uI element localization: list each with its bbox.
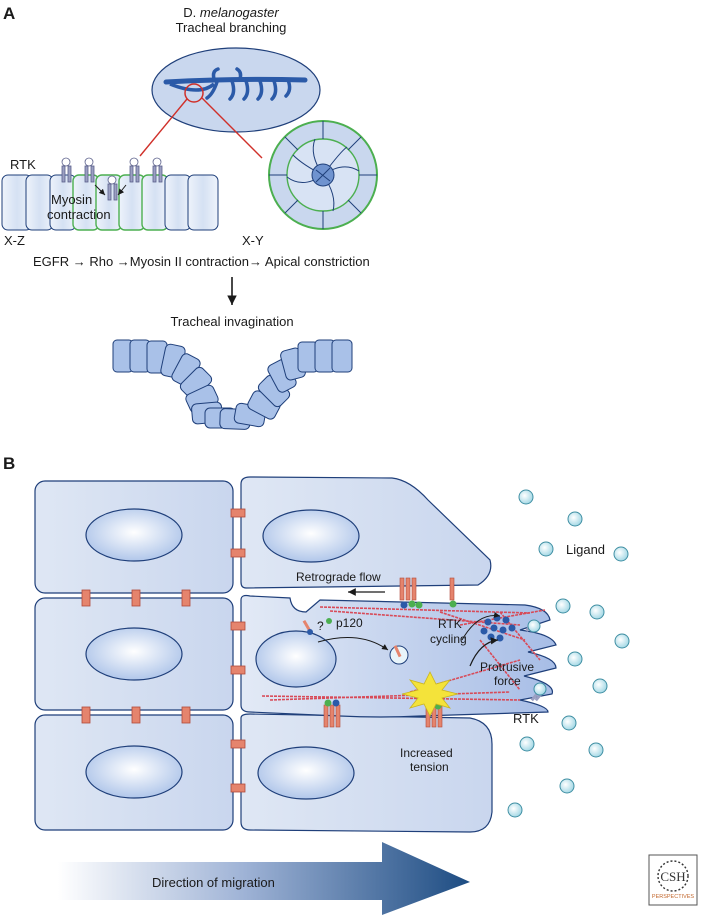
increased-tension-line2: tension	[410, 760, 449, 774]
endosome	[302, 618, 409, 665]
ligand-label: Ligand	[566, 542, 605, 557]
cell-junctions	[81, 508, 246, 793]
egfr-pathway: EGFR → Rho →Myosin II contraction→ Apica…	[33, 254, 370, 269]
increased-tension-line1: Increased	[400, 746, 453, 760]
embryo-illustration	[139, 47, 321, 159]
leader-cells	[240, 476, 557, 833]
protrusive-label-line2: force	[494, 674, 521, 688]
tracheal-invagination-label: Tracheal invagination	[170, 314, 293, 329]
csh-perspectives-logo: CSH PERSPECTIVES	[648, 854, 698, 906]
tension-burst	[401, 671, 459, 717]
rtk-label-a: RTK	[10, 157, 36, 172]
xy-cross-section	[268, 120, 378, 230]
myosin-label-line1: Myosin	[51, 192, 92, 207]
p120-label: p120	[336, 616, 363, 630]
rtk-cycling-line2: cycling	[430, 632, 467, 646]
xy-label: X-Y	[242, 233, 264, 248]
rtk-cycling-arrow	[461, 611, 501, 641]
xz-cell-row	[1, 157, 219, 231]
csh-logo-letters: CSH	[660, 869, 685, 884]
ligand-particles	[507, 489, 630, 818]
panel-b-letter: B	[3, 454, 15, 473]
rtk-cycling-line1: RTK	[438, 617, 462, 631]
myosin-label-line2: contraction	[47, 207, 111, 222]
xz-label: X-Z	[4, 233, 25, 248]
protrusive-force-arrow	[469, 637, 499, 667]
question-mark: ?	[317, 619, 324, 633]
tracheal-branching-title: Tracheal branching	[176, 20, 287, 35]
follower-cells	[34, 480, 234, 831]
retrograde-flow-label: Retrograde flow	[296, 570, 381, 584]
direction-of-migration-label: Direction of migration	[152, 875, 275, 890]
panel-a-letter: A	[3, 4, 15, 23]
rtk-label-b: RTK	[513, 711, 539, 726]
csh-logo-sub: PERSPECTIVES	[652, 894, 695, 900]
direction-of-migration-arrow	[58, 842, 470, 915]
invaginating-epithelium	[112, 339, 353, 430]
protrusive-label-line1: Protrusive	[480, 660, 534, 674]
organism-title: D. melanogaster	[183, 5, 279, 20]
adhesion-clusters	[323, 577, 457, 728]
